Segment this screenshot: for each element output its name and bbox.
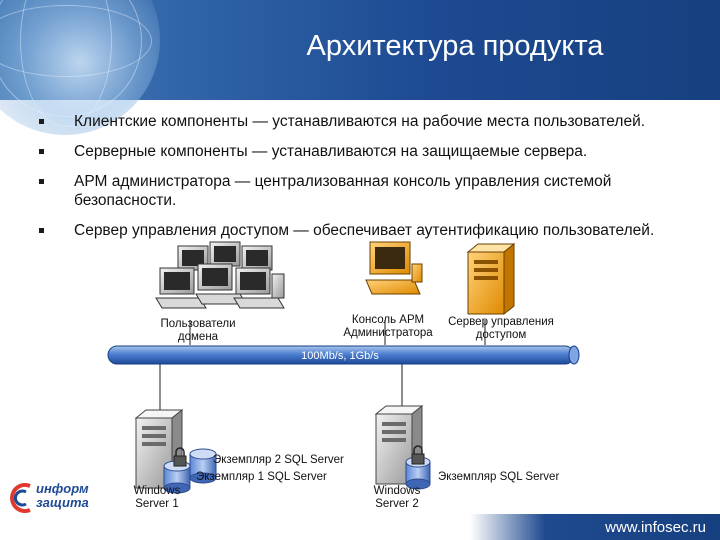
footer-bar: www.infosec.ru xyxy=(470,514,720,540)
sql-instance-label: Экземпляр SQL Server xyxy=(438,471,560,483)
sql-instance-2-label: Экземпляр 2 SQL Server xyxy=(213,454,344,466)
header-banner: Архитектура продукта xyxy=(0,0,720,135)
bullet-square-icon xyxy=(39,149,44,154)
globe-graphic xyxy=(0,0,160,135)
network-speed-label: 100Mb/s, 1Gb/s xyxy=(301,350,379,362)
access-server-tower xyxy=(466,242,516,316)
bullet-list: Клиентские компоненты — устанавливаются … xyxy=(36,112,696,251)
logo-mark-icon xyxy=(10,483,31,513)
bullet-text: АРМ администратора — централизованная ко… xyxy=(74,173,612,209)
logo-text-line2: защита xyxy=(36,495,89,510)
page-title: Архитектура продукта xyxy=(306,30,604,62)
bullet-text: Серверные компоненты — устанавливаются н… xyxy=(74,143,588,160)
bullet-square-icon xyxy=(39,119,44,124)
list-item: Серверные компоненты — устанавливаются н… xyxy=(36,142,696,161)
padlock-icon xyxy=(411,445,425,465)
bullet-text: Сервер управления доступом — обеспечивае… xyxy=(74,222,655,239)
workstations-cluster xyxy=(155,241,285,309)
list-item: АРМ администратора — централизованная ко… xyxy=(36,172,696,210)
list-item: Клиентские компоненты — устанавливаются … xyxy=(36,112,696,131)
bullet-square-icon xyxy=(39,179,44,184)
network-bus xyxy=(107,345,580,365)
windows-server-1-label: Windows Server 1 xyxy=(133,485,181,510)
access-server-label: Сервер управления доступом xyxy=(448,316,554,341)
logo-text-line1: информ xyxy=(36,481,89,496)
padlock-icon xyxy=(173,447,187,467)
footer-url-link[interactable]: www.infosec.ru xyxy=(605,519,706,536)
architecture-diagram: Пользователи домена Консоль АРМ Админист… xyxy=(100,240,586,514)
admin-console-computer xyxy=(365,241,423,295)
admin-console-label: Консоль АРМ Администратора xyxy=(343,314,433,339)
bullet-text: Клиентские компоненты — устанавливаются … xyxy=(74,113,646,130)
diagram-graphics xyxy=(107,241,580,494)
sql-instance-1-label: Экземпляр 1 SQL Server xyxy=(196,471,327,483)
company-logo: информ защита xyxy=(6,476,96,524)
list-item: Сервер управления доступом — обеспечивае… xyxy=(36,221,696,240)
windows-server-2-label: Windows Server 2 xyxy=(373,485,421,510)
bullet-square-icon xyxy=(39,228,44,233)
users-label: Пользователи домена xyxy=(160,318,236,343)
